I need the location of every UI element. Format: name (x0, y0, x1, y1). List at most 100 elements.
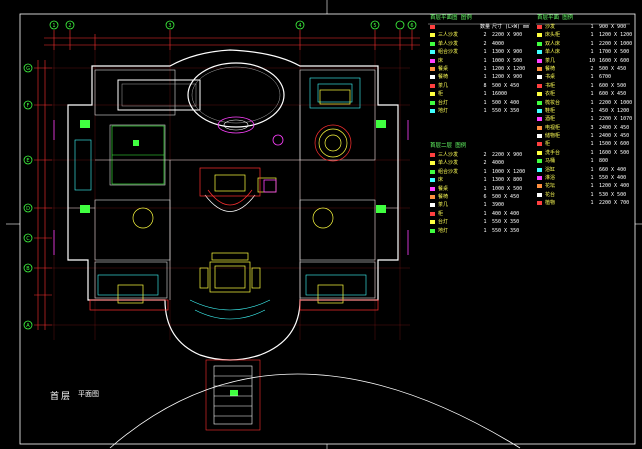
legend-item-name: 床 (438, 57, 444, 64)
legend-header: 首层平面 图例 (537, 15, 574, 21)
legend-item-size: 2200 X 1070 (599, 116, 633, 123)
legend-item-name: 沙发 (545, 24, 556, 30)
grid-label-top: 2 (68, 23, 71, 29)
swimming-pool (117, 62, 285, 134)
legend-item-qty: 10 (588, 57, 596, 64)
legend-item-qty: 1 (590, 141, 594, 148)
legend-swatch (537, 66, 542, 71)
legend-swatch (430, 100, 435, 105)
legend-item-qty: 1 (483, 49, 487, 56)
legend-item-qty: 1 (590, 158, 594, 165)
legend-swatch (537, 134, 542, 139)
cyan-furniture (74, 77, 367, 320)
legend-swatch (537, 167, 542, 172)
grid-label-top: 6 (410, 23, 413, 29)
legend-item-qty: 1 (483, 65, 487, 72)
legend-item-name: 餐桌 (438, 65, 449, 72)
legend-item-qty: 2 (590, 65, 594, 72)
grid-label-left: D (26, 206, 30, 212)
legend-swatch (430, 58, 435, 63)
legend-swatch (537, 159, 542, 164)
legend-item-size: 1000 X 500 (492, 57, 523, 64)
legend-item-name: 双人床 (545, 40, 561, 47)
legend-swatch (537, 100, 542, 105)
legend-item-qty: 1 (483, 74, 487, 81)
legend-swatch (537, 33, 542, 38)
legend-swatch (430, 169, 435, 174)
legend-item-name: 书桌 (545, 74, 556, 81)
legend-item-size: 500 X 400 (492, 99, 520, 106)
legend-item-qty: 1 (483, 219, 487, 226)
red-details (89, 124, 379, 311)
legend-item-qty: 2 (483, 152, 487, 158)
entrance-steps (205, 359, 261, 431)
legend-item-name: 花台 (545, 191, 556, 198)
legend-item-name: 地灯 (438, 227, 449, 234)
legend-item-qty: 1 (590, 91, 594, 98)
legend-swatch (537, 108, 542, 113)
legend-item-name: 三人沙发 (438, 152, 459, 158)
legend-item-qty: 3 (590, 124, 594, 131)
legend-swatch (430, 203, 435, 208)
left-dimension-lines (34, 60, 52, 330)
legend-item-size: 4000 (492, 40, 505, 47)
legend-item-size: 1500 X 600 (599, 141, 630, 148)
crosshair-marks (6, 0, 642, 449)
legend-item-size: 2200 X 900 (492, 152, 523, 158)
legend-item-qty: 8 (483, 82, 487, 89)
legend-header: 首层平面图 图例 (430, 15, 472, 21)
legend-item-size: 500 X 450 (492, 82, 520, 89)
legend-item-size: 450 X 1200 (599, 107, 630, 114)
legend-item-name: 酒柜 (545, 116, 556, 123)
legend-item-size: 1700 X 500 (599, 49, 630, 56)
legend-swatch (430, 92, 435, 97)
legend-item-name: 单人床 (545, 49, 561, 56)
plan-scale-label: 平面图 (78, 390, 99, 398)
legend-item-qty: 数量 (479, 24, 490, 30)
legend-swatch (430, 228, 435, 233)
legend-swatch (430, 178, 435, 183)
legend-item-name: 组合沙发 (438, 49, 459, 56)
legend-item-size: 16000 (492, 91, 508, 98)
legend-item-size: 1200 X 1200 (599, 32, 633, 39)
legend-item-name: 花坛 (545, 183, 556, 190)
legend-item-name: 单人沙发 (438, 160, 459, 167)
legend-swatch (537, 83, 542, 88)
legend-item-name: 衣柜 (545, 91, 556, 98)
legend-item-name: 植物 (545, 200, 556, 207)
legend-item-size: 1600 X 600 (599, 57, 630, 64)
legend-item-name: 茶几 (545, 57, 556, 64)
legend-item-size: 1200 X 400 (599, 183, 630, 190)
green-elements (80, 120, 386, 396)
legend-item-qty: 1 (590, 74, 594, 81)
legend-item-name: 组合沙发 (438, 168, 459, 175)
legend-item-qty: 1 (483, 57, 487, 64)
legend-item-qty: 1 (483, 202, 487, 209)
legend-item-name: 马桶 (545, 158, 556, 165)
inner-walls (68, 69, 398, 300)
legend-item-size: 1000 X 500 (492, 185, 523, 192)
legend-swatch (537, 50, 542, 55)
legend-swatch (537, 92, 542, 97)
legend-item-qty: 1 (590, 133, 594, 140)
legend-swatch (537, 125, 542, 130)
legend-swatch (537, 75, 542, 80)
legend-item-name: 茶几 (438, 202, 449, 209)
legend-item-name: 单人沙发 (438, 40, 459, 47)
